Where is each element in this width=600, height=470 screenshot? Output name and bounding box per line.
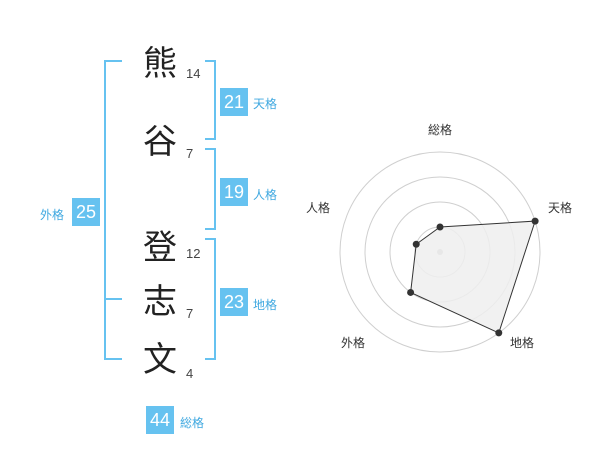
- radar-point-1: [436, 223, 444, 231]
- radar-point-3: [495, 329, 503, 337]
- gaikaku-label: 外格: [40, 208, 65, 222]
- name-char-5: 文: [143, 340, 177, 380]
- radar-axis-label-3: 地格: [510, 335, 534, 350]
- stroke-count-3: 12: [186, 246, 201, 261]
- radar-axis-label-2: 天格: [548, 200, 572, 215]
- stroke-count-4: 7: [186, 306, 194, 321]
- stroke-count-5: 4: [186, 366, 194, 381]
- stroke-count-1: 14: [186, 66, 201, 81]
- name-char-1: 熊: [143, 44, 177, 84]
- radar-point-5: [412, 240, 420, 248]
- stroke-count-2: 7: [186, 146, 194, 161]
- jinkaku-label: 人格: [253, 188, 278, 202]
- chikaku-label: 地格: [253, 298, 278, 312]
- name-char-4: 志: [143, 282, 177, 322]
- jinkaku-value-badge: 19: [220, 178, 248, 206]
- radar-axis-label-4: 外格: [341, 335, 365, 350]
- radar-point-4: [407, 288, 415, 296]
- chikaku-value-badge: 23: [220, 288, 248, 316]
- tenkaku-label: 天格: [253, 97, 278, 111]
- radar-axis-label-5: 人格: [306, 200, 330, 215]
- radar-axis-label-1: 総格: [428, 122, 452, 137]
- soukaku-label: 総格: [180, 416, 205, 430]
- radar-ring-4: [339, 151, 541, 353]
- name-char-2: 谷: [143, 122, 177, 162]
- soukaku-value-badge: 44: [146, 406, 174, 434]
- gaikaku-value-badge: 25: [72, 198, 100, 226]
- radar-point-2: [531, 217, 539, 225]
- tenkaku-value-badge: 21: [220, 88, 248, 116]
- radar-series-area: [410, 220, 536, 334]
- name-char-3: 登: [143, 228, 177, 268]
